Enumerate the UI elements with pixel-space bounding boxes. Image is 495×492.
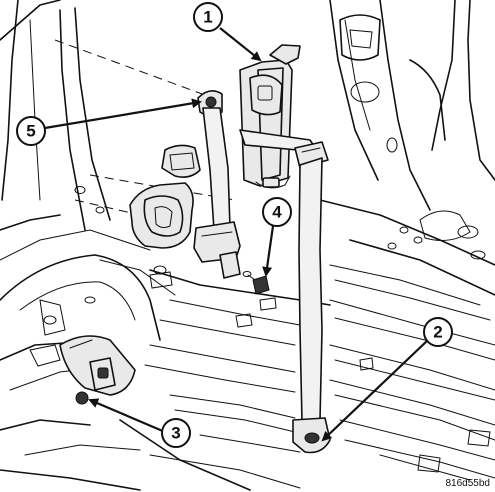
callout-5: 5 (16, 116, 46, 146)
callout-leaders (44, 27, 429, 442)
seat-belt-webbing (193, 90, 331, 454)
figure-code: 816d55bd (446, 478, 491, 489)
callout-4: 4 (262, 197, 292, 227)
callout-2-label: 2 (433, 323, 442, 342)
callout-1-label: 1 (203, 8, 212, 27)
callout-1: 1 (193, 2, 223, 32)
callout-4-label: 4 (272, 203, 282, 222)
seat-latch-bracket (129, 144, 201, 249)
callout-3-label: 3 (171, 424, 180, 443)
callout-3: 3 (161, 418, 191, 448)
callout-2: 2 (423, 317, 453, 347)
callout-5-label: 5 (26, 122, 35, 141)
anchor-bolt (242, 271, 270, 295)
retractor-assembly (239, 44, 301, 189)
lower-anchor-bracket (59, 335, 136, 405)
